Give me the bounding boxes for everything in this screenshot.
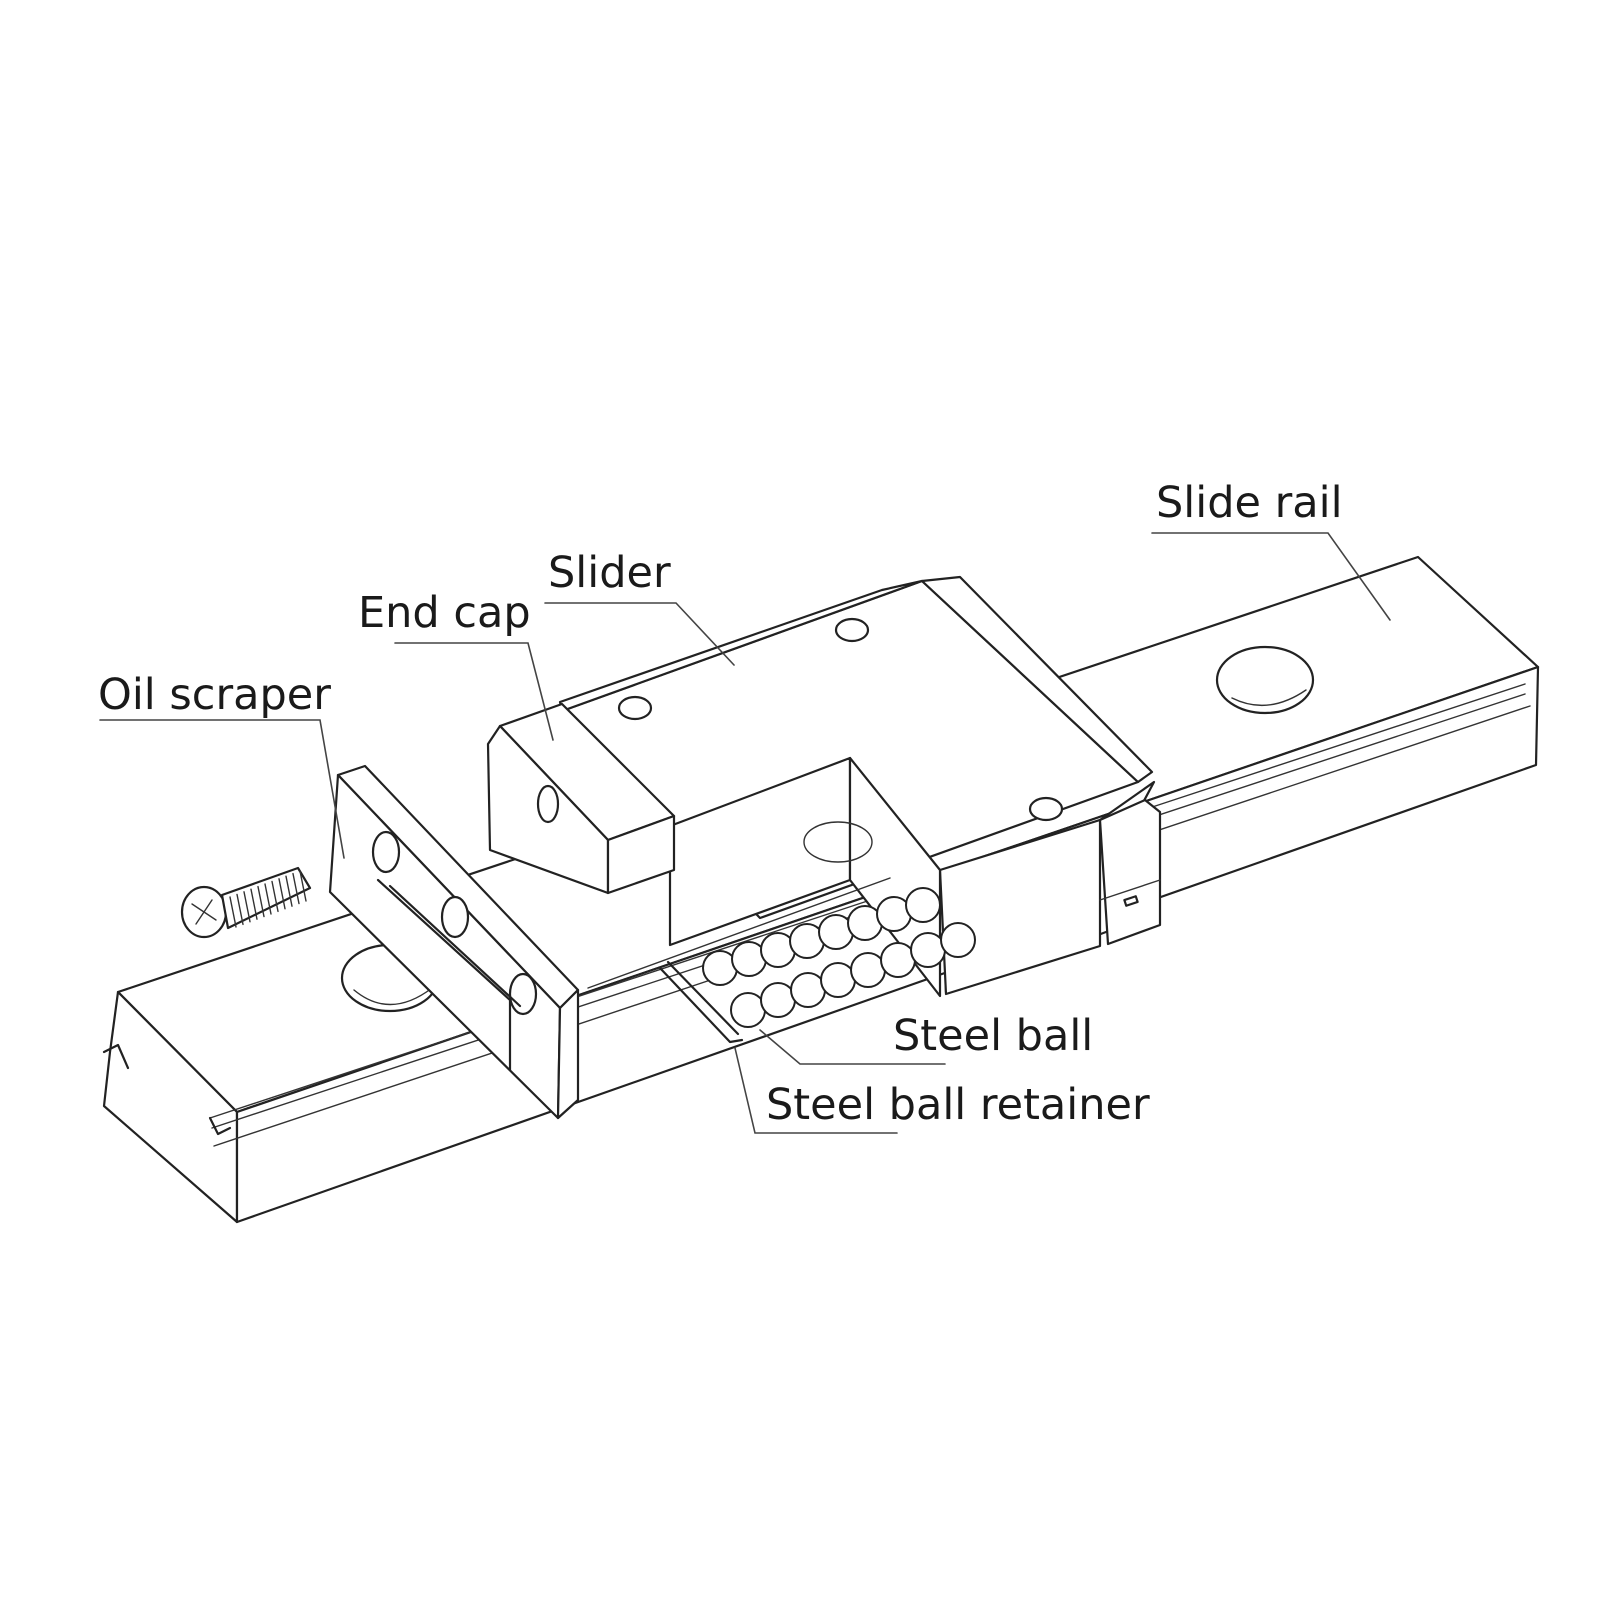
steel-ball [905,887,941,923]
steel-ball-retainer [376,877,891,1072]
steel-ball [910,932,946,968]
steel-ball [790,972,826,1008]
steel-ball [940,922,976,958]
screw-thread [271,880,279,913]
screw-thread [229,896,237,928]
screw-thread [285,875,293,907]
steel-ball [880,942,916,978]
steel-ball [730,992,766,1028]
screw-thread [236,893,244,926]
screw [180,866,312,939]
steel-ball [820,962,856,998]
label-oil-scraper: Oil scraper [98,670,331,720]
slider-body [558,575,1162,998]
label-slide-rail: Slide rail [1156,478,1343,528]
steel-ball [850,952,886,988]
screw-thread [264,883,272,915]
screw-thread [299,870,307,902]
steel-balls [702,887,976,1028]
steel-ball [760,982,796,1018]
label-end-cap: End cap [358,588,531,638]
end-cap [486,702,676,895]
leader-lines [99,532,1391,1134]
screw-thread [250,888,258,920]
screw-thread [243,891,251,923]
label-slider: Slider [548,548,671,598]
screw-thread [292,872,300,905]
screw-thread [257,885,265,918]
label-steel-ball: Steel ball [893,1011,1094,1061]
screw-thread [278,878,286,910]
label-steel-ball-retainer: Steel ball retainer [766,1080,1150,1130]
